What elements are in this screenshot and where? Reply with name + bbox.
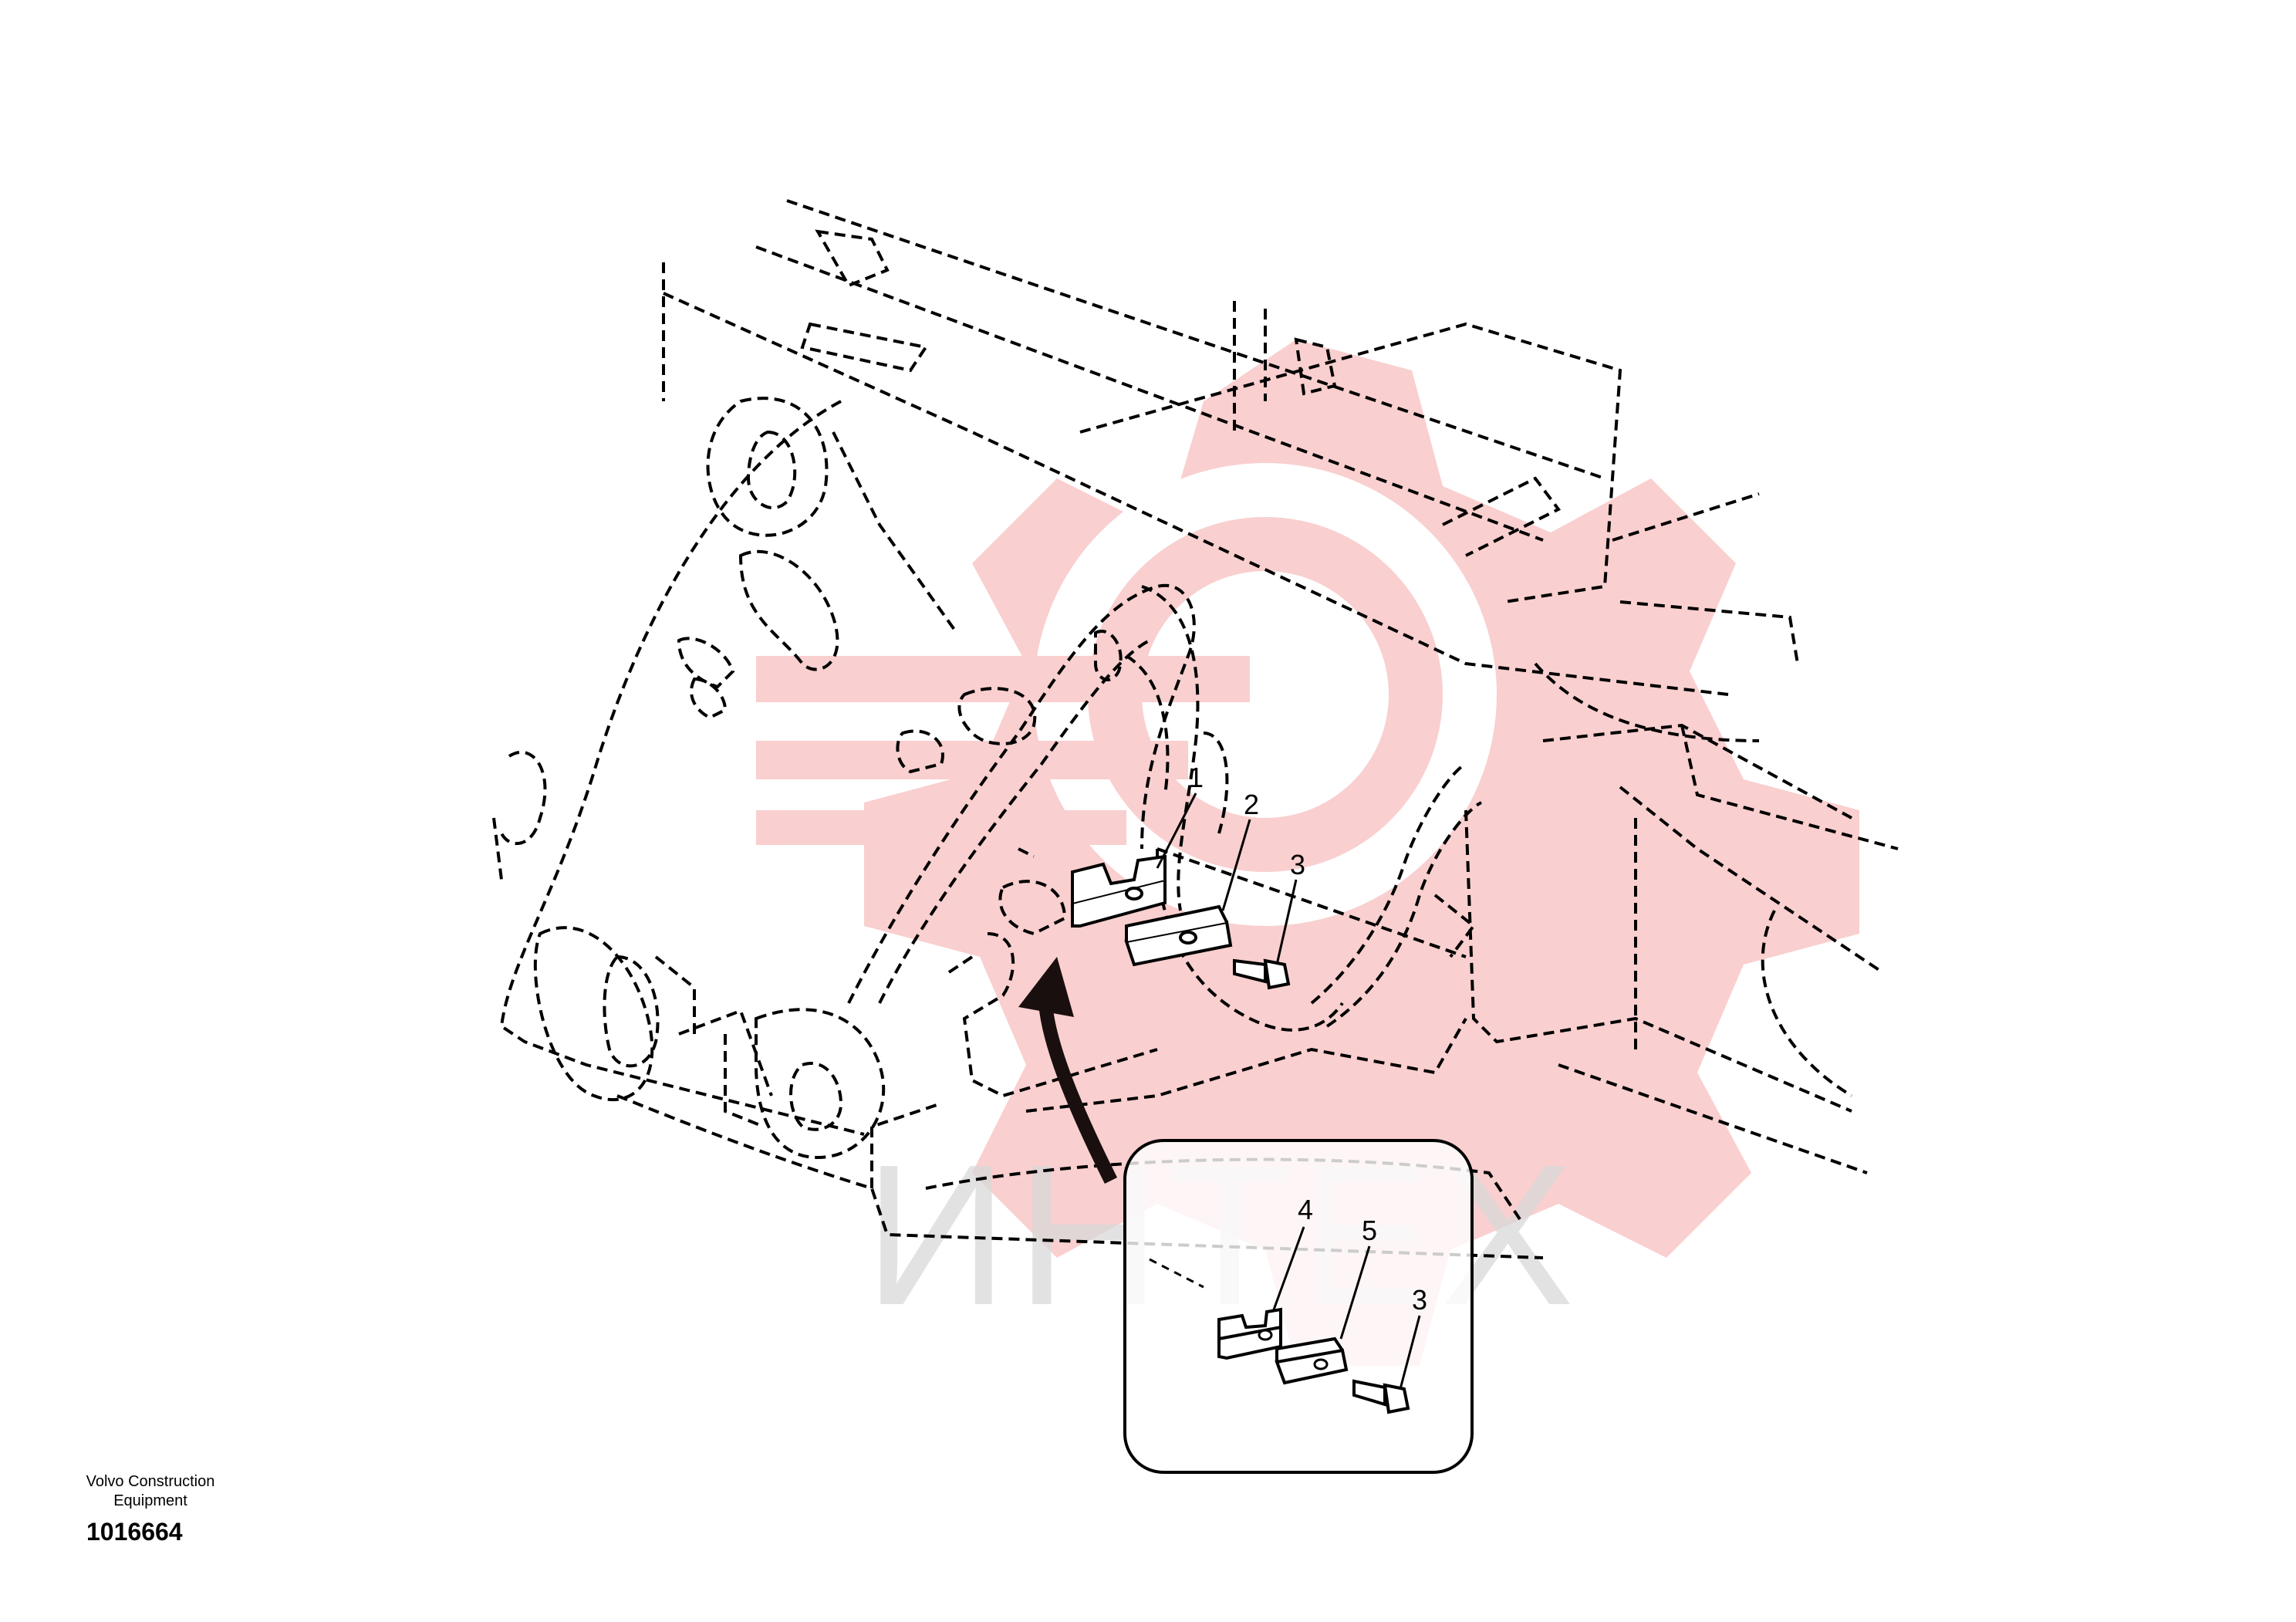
clamp-part-1	[1071, 854, 1167, 928]
machine-outline	[492, 199, 1899, 1259]
bolt-part-3	[1233, 958, 1291, 990]
callout-label-5: 5	[1362, 1215, 1377, 1246]
callout-leaders-main	[1156, 792, 1298, 965]
callout-label-1: 1	[1188, 762, 1204, 793]
detail-inset: 4 5 3	[1123, 1139, 1474, 1474]
callout-label-3: 3	[1290, 849, 1305, 880]
callout-leaders-inset	[1271, 1226, 1421, 1390]
callout-label-4: 4	[1298, 1194, 1313, 1225]
inset-bracket-5	[1275, 1336, 1349, 1385]
detail-arrow-icon	[1018, 957, 1118, 1184]
bracket-part-2	[1124, 904, 1233, 967]
callout-label-3-inset: 3	[1412, 1284, 1427, 1316]
inset-clamp-4	[1217, 1307, 1282, 1360]
drawing-number: 1016664	[86, 1518, 183, 1546]
watermark-gear-icon	[756, 340, 1859, 1366]
inset-bolt-3	[1352, 1379, 1410, 1414]
footer-company-name: Volvo Construction Equipment	[86, 1473, 215, 1509]
callout-label-2: 2	[1244, 789, 1259, 820]
